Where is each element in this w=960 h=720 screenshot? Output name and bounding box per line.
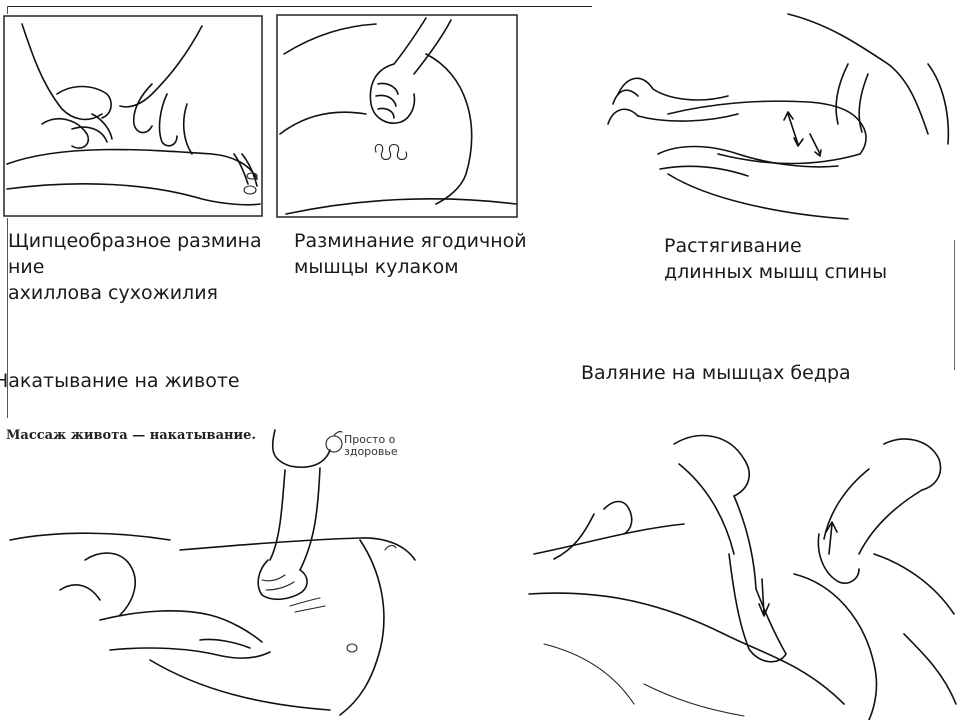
illustration-thigh-felting (524, 404, 960, 720)
scan-caption: Массаж живота — накатывание. (6, 428, 256, 443)
caption-gluteal-fist: Разминание ягодичной мышцы кулаком (294, 230, 527, 278)
illustration-gluteal-fist (276, 14, 518, 218)
illustration-back-stretch (598, 4, 960, 224)
illustration-achilles-pinch (2, 14, 264, 218)
right-divider-line (954, 240, 955, 370)
caption-thigh-felting: Валяние на мышцах бедра (581, 362, 851, 384)
top-frame-line (8, 6, 592, 7)
caption-achilles-pinch: Щипцеобразное размина ние ахиллова сухож… (8, 230, 262, 304)
caption-back-stretch: Растягивание длинных мышц спины (664, 235, 888, 283)
caption-abdomen-rolling: Накатывание на животе (0, 370, 240, 392)
illustration-abdomen-rolling: Массаж живота — накатывание. Просто о зд… (0, 420, 420, 720)
watermark-label: Просто о здоровье (344, 433, 398, 458)
